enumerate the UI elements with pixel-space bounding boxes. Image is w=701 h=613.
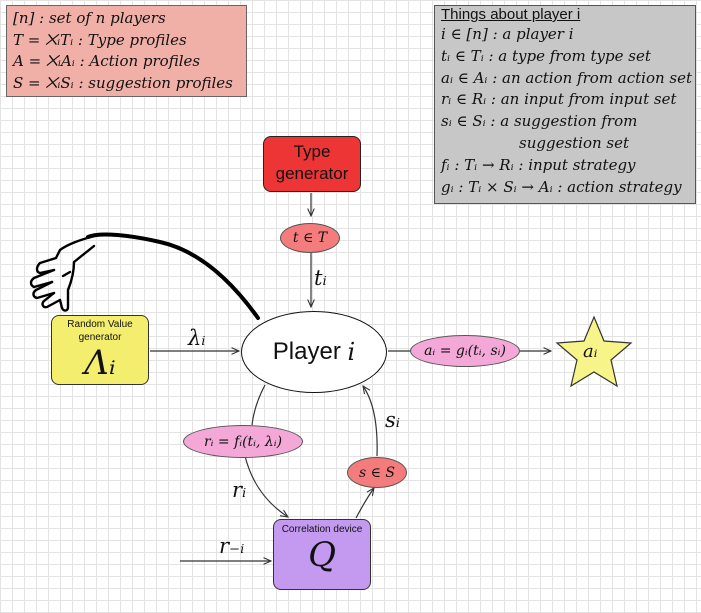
correlation-symbol: Q	[308, 535, 336, 575]
edge-label-r-i: rᵢ	[232, 478, 247, 502]
definition-action-profiles: A = ⨉ᵢAᵢ : Action profiles	[13, 52, 201, 70]
things-line-player: i ∈ [n] : a player i	[441, 25, 574, 43]
player-label: Player	[272, 338, 341, 365]
things-line-type: tᵢ ∈ Tᵢ : a type from type set	[441, 46, 651, 65]
things-line-suggestion: sᵢ ∈ Sᵢ : a suggestion from	[441, 112, 638, 131]
player-var: i	[347, 338, 356, 366]
things-line-input: rᵢ ∈ Rᵢ : an input from input set	[441, 90, 677, 109]
edge-label-lambda-i: λᵢ	[188, 326, 206, 350]
things-line-action: aᵢ ∈ Aᵢ : an action from action set	[441, 68, 693, 87]
edge-player-to-input	[251, 384, 266, 426]
correlation-device-node: Correlation device Q	[273, 519, 371, 590]
definition-type-profiles: T = ⨉ᵢTᵢ : Type profiles	[13, 30, 187, 49]
edge-sdraw-to-player	[363, 386, 378, 457]
edge-input-to-corr	[244, 455, 288, 517]
things-about-player-box: Things about player i i ∈ [n] : a player…	[434, 5, 696, 204]
edge-label-t-i: tᵢ	[314, 266, 327, 290]
edge-label-s-i: sᵢ	[385, 408, 401, 432]
things-line-input-strategy: fᵢ : Tᵢ → Rᵢ : input strategy	[441, 155, 636, 174]
correlation-device-label: Correlation device	[281, 524, 363, 535]
edge-label-r-minus-i: r₋ᵢ	[219, 534, 245, 558]
action-equation-oval: aᵢ = gᵢ(tᵢ, sᵢ)	[410, 335, 520, 367]
type-generator-node: Type generator	[263, 136, 361, 192]
action-star-label: aᵢ	[583, 341, 598, 362]
things-line-suggestion-cont: suggestion set	[519, 133, 630, 152]
star-shape	[555, 315, 633, 388]
random-value-generator-node: Random Value generator Λᵢ	[51, 315, 149, 385]
definition-players: [n] : set of n players	[13, 9, 166, 27]
hand-arm-stroke	[86, 232, 260, 320]
hand-icon	[29, 234, 96, 312]
input-equation-oval: rᵢ = fᵢ(tᵢ, λᵢ)	[183, 425, 303, 458]
definition-suggestion-profiles: S = ⨉ᵢSᵢ : suggestion profiles	[13, 73, 233, 92]
type-draw-oval: t ∈ T	[280, 223, 340, 253]
edge-corr-to-sdraw	[355, 488, 374, 519]
definitions-box: [n] : set of n players T = ⨉ᵢTᵢ : Type p…	[6, 5, 247, 97]
random-value-symbol: Λᵢ	[84, 343, 116, 383]
suggestion-draw-oval: s ∈ S	[347, 457, 407, 488]
things-title: Things about player i	[441, 6, 581, 23]
things-line-action-strategy: gᵢ : Tᵢ × Sᵢ → Aᵢ : action strategy	[441, 177, 682, 196]
random-value-generator-label: Random Value generator	[67, 319, 133, 343]
player-node: Player i	[241, 311, 387, 393]
